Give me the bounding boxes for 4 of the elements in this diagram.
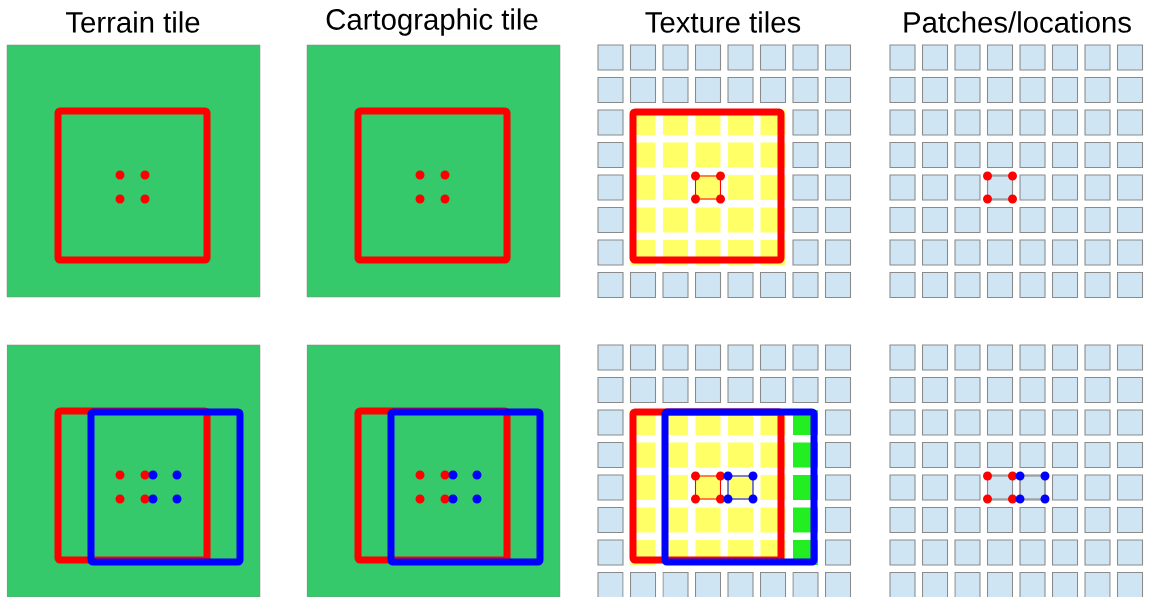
column-heading: Texture tiles [645, 11, 801, 33]
column-heading: Cartographic tile [326, 8, 538, 36]
column-heading: Patches/locations [904, 11, 1131, 33]
column-heading: Terrain tile [66, 11, 200, 33]
